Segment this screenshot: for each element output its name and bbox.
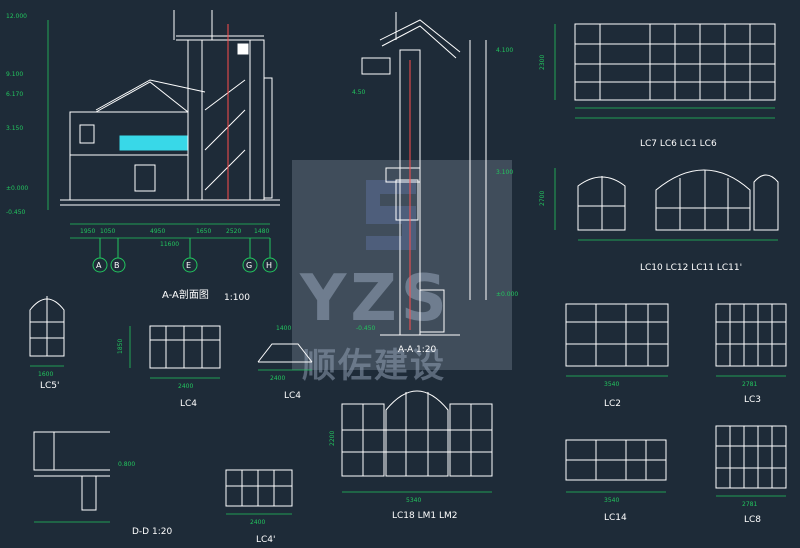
axis-label-h: H <box>266 261 272 270</box>
window-lc7-group <box>574 23 776 101</box>
lc4-width: 2400 <box>178 383 193 390</box>
lc14-width: 3540 <box>604 497 619 504</box>
lc4-small-width: 1400 <box>276 325 291 332</box>
bottom-dim-3: 4950 <box>150 228 165 235</box>
section-title: A-A剖面图 <box>162 288 209 301</box>
bottom-dim-4: 1650 <box>196 228 211 235</box>
elev-minus-0450: -0.450 <box>6 209 26 216</box>
label-lc4: LC4 <box>180 399 197 409</box>
label-lc7-group: LC7 LC6 LC1 LC6 <box>640 139 717 149</box>
lc5p-width: 1600 <box>38 371 53 378</box>
lc3-width: 2781 <box>742 381 757 388</box>
window-lc5p <box>29 296 65 357</box>
elev-12000: 12.000 <box>6 13 27 20</box>
window-lc18-group <box>341 390 493 477</box>
label-lc4-small: LC4 <box>284 391 301 401</box>
detail-aa-drawing <box>361 12 487 336</box>
elev-3150: 3.150 <box>6 125 23 132</box>
bottom-dim-1: 1950 <box>80 228 95 235</box>
axis-label-g: G <box>246 261 252 270</box>
window-lc8 <box>715 425 787 489</box>
label-lc5p: LC5' <box>40 381 60 391</box>
label-lc14: LC14 <box>604 513 627 523</box>
section-aa-drawing <box>60 10 280 206</box>
watermark-subtitle: 顺佐建设 <box>302 346 446 386</box>
bottom-dim-2: 1050 <box>100 228 115 235</box>
axis-label-b: B <box>114 261 120 270</box>
window-lc2 <box>565 303 669 367</box>
window-lc14 <box>565 439 667 481</box>
window-lc10-group <box>577 169 779 231</box>
elev-0800: 0.800 <box>118 461 135 468</box>
bottom-dim-5: 2520 <box>226 228 241 235</box>
label-lc4p: LC4' <box>256 535 276 545</box>
elev-detail-0000: ±0.000 <box>496 291 518 298</box>
detail-aa-title: A-A 1:20 <box>398 345 437 355</box>
elev-9100: 9.100 <box>6 71 23 78</box>
elev-4100: 4.100 <box>496 47 513 54</box>
window-lc4 <box>149 325 221 369</box>
axis-label-e: E <box>186 261 191 270</box>
label-lc18-group: LC18 LM1 LM2 <box>392 511 457 521</box>
lc7-height: 2300 <box>539 55 546 70</box>
dimension-lines <box>30 20 786 523</box>
detail-dd-drawing <box>33 431 110 511</box>
lc10-height: 2700 <box>539 191 546 206</box>
lc2-width: 3540 <box>604 381 619 388</box>
elev-3100: 3.100 <box>496 169 513 176</box>
window-lc4-small <box>257 343 313 363</box>
elev-0000: ±0.000 <box>6 185 28 192</box>
lc4-small-base: 2400 <box>270 375 285 382</box>
axis-label-a: A <box>96 261 102 270</box>
detail-dd-title: D-D 1:20 <box>132 527 172 537</box>
watermark-logo-text: YZS <box>300 262 451 336</box>
watermark-logo-icon <box>366 180 416 250</box>
lc4-height: 1850 <box>117 339 124 354</box>
label-lc2: LC2 <box>604 399 621 409</box>
lc8-width: 2781 <box>742 501 757 508</box>
overall-width: 11600 <box>160 241 179 248</box>
elev-450: 4.50 <box>352 89 366 96</box>
lc4p-width: 2400 <box>250 519 265 526</box>
lc18-height: 2200 <box>329 431 336 446</box>
label-lc10-group: LC10 LC12 LC11 LC11' <box>640 263 742 273</box>
label-lc8: LC8 <box>744 515 761 525</box>
bottom-dim-6: 1480 <box>254 228 269 235</box>
window-lc3 <box>715 303 787 367</box>
label-lc3: LC3 <box>744 395 761 405</box>
section-scale: 1:100 <box>224 293 250 303</box>
axis-bubbles <box>92 238 278 273</box>
elev-6170: 6.170 <box>6 91 23 98</box>
window-lc4p <box>225 469 293 507</box>
lc18-width: 5340 <box>406 497 421 504</box>
elev-detail-minus-0450: -0.450 <box>356 325 376 332</box>
